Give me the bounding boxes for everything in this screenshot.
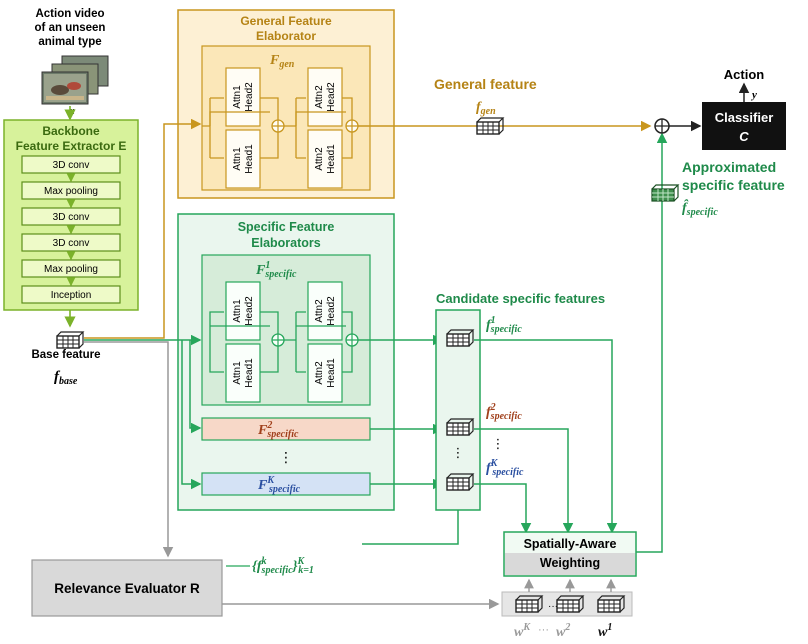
specific-dots: ⋮ [279, 449, 293, 465]
classifier-C: C [739, 129, 749, 144]
w2-label: w2 [556, 622, 570, 640]
y-label: y [750, 89, 757, 101]
approx-title-1: Approximated [682, 159, 776, 175]
classifier-title: Classifier [715, 110, 774, 125]
approx-feature-icon [651, 184, 679, 202]
weight-dots-icons: ··· [548, 601, 558, 612]
svg-text:Head2: Head2 [326, 296, 337, 326]
classifier: Classifier C [702, 102, 786, 150]
general-feature-label: General feature [434, 76, 537, 92]
svg-text:Head1: Head1 [326, 144, 337, 174]
svg-text:Attn1: Attn1 [232, 299, 243, 323]
general-title-1: General Feature [240, 14, 332, 28]
svg-text:Attn1: Attn1 [232, 147, 243, 171]
backbone-layer-box [21, 285, 121, 304]
candidate-dots: ⋮ [452, 445, 465, 460]
svg-text:Head2: Head2 [244, 82, 255, 112]
F-gen-symbol: Fgen [269, 53, 295, 70]
video-frames-icon [41, 55, 109, 105]
svg-text:Head1: Head1 [244, 144, 255, 174]
general-title-2: Elaborator [256, 29, 316, 43]
input-title-3: animal type [38, 36, 101, 48]
action-label: Action [724, 67, 765, 82]
svg-text:Attn2: Attn2 [314, 147, 325, 171]
base-feature-symbol: fbase [54, 369, 78, 387]
backbone-layer-label: Max pooling [44, 186, 98, 197]
backbone-layer-label: Max pooling [44, 264, 98, 275]
weighting-title-2: Weighting [540, 556, 600, 570]
candidate-title: Candidate specific features [436, 291, 605, 306]
base-feature-label: Base feature [31, 349, 100, 361]
spec-attn2-head2: Attn2 Head2 [307, 281, 343, 341]
specific-title-2: Elaborators [251, 236, 321, 250]
spatially-aware-weighting: Spatially-Aware Weighting [503, 531, 637, 577]
svg-text:Attn2: Attn2 [314, 361, 325, 385]
backbone-title-1: Backbone [42, 124, 100, 138]
spec-attn1-head1: Attn1 Head1 [225, 343, 261, 403]
weights: ··· wK ··· w2 w1 [501, 591, 633, 640]
svg-text:Attn2: Attn2 [314, 299, 325, 323]
relevance-label: Relevance Evaluator R [54, 581, 200, 596]
general-feature-icon [476, 117, 504, 135]
weight-dots: ··· [538, 624, 549, 636]
gen-attn1-head1: Attn1 Head1 [225, 129, 261, 189]
approx-symbol: f̂specific [682, 198, 718, 218]
backbone-extractor: Backbone Feature Extractor E 3D convMax … [3, 119, 139, 311]
input-video: Action video of an unseen animal type x [35, 8, 109, 117]
gen-attn2-head1: Attn2 Head1 [307, 129, 343, 189]
wK-label: wK [514, 622, 531, 640]
backbone-layer-label: Inception [51, 290, 92, 301]
weighting-title-1: Spatially-Aware [524, 537, 617, 551]
backbone-layer-label: 3D conv [53, 238, 90, 249]
spec-attn2-head1: Attn2 Head1 [307, 343, 343, 403]
specific-title-1: Specific Feature [238, 220, 335, 234]
w1-label: w1 [598, 622, 612, 640]
svg-text:Attn1: Attn1 [232, 361, 243, 385]
approx-title-2: specific feature [682, 177, 785, 193]
svg-text:Head1: Head1 [244, 358, 255, 388]
svg-text:Attn2: Attn2 [314, 85, 325, 109]
candidate-dots-right: ⋮ [492, 436, 505, 451]
base-feature-icon [56, 331, 84, 349]
backbone-layer-label: 3D conv [53, 212, 90, 223]
general-feature-elaborator: General Feature Elaborator Fgen Attn1 He… [177, 9, 395, 199]
input-title-2: of an unseen [35, 22, 106, 34]
backbone-layer-label: 3D conv [53, 160, 90, 171]
gen-attn2-head2: Attn2 Head2 [307, 67, 343, 127]
svg-text:Head2: Head2 [326, 82, 337, 112]
svg-text:Attn1: Attn1 [232, 85, 243, 109]
svg-text:Head1: Head1 [326, 358, 337, 388]
svg-text:Head2: Head2 [244, 296, 255, 326]
gen-attn1-head2: Attn1 Head2 [225, 67, 261, 127]
f-gen-symbol: fgen [476, 100, 496, 117]
backbone-title-2: Feature Extractor E [16, 139, 127, 153]
relevance-evaluator: Relevance Evaluator R [31, 559, 223, 617]
spec-attn1-head2: Attn1 Head2 [225, 281, 261, 341]
input-title-1: Action video [35, 8, 104, 20]
